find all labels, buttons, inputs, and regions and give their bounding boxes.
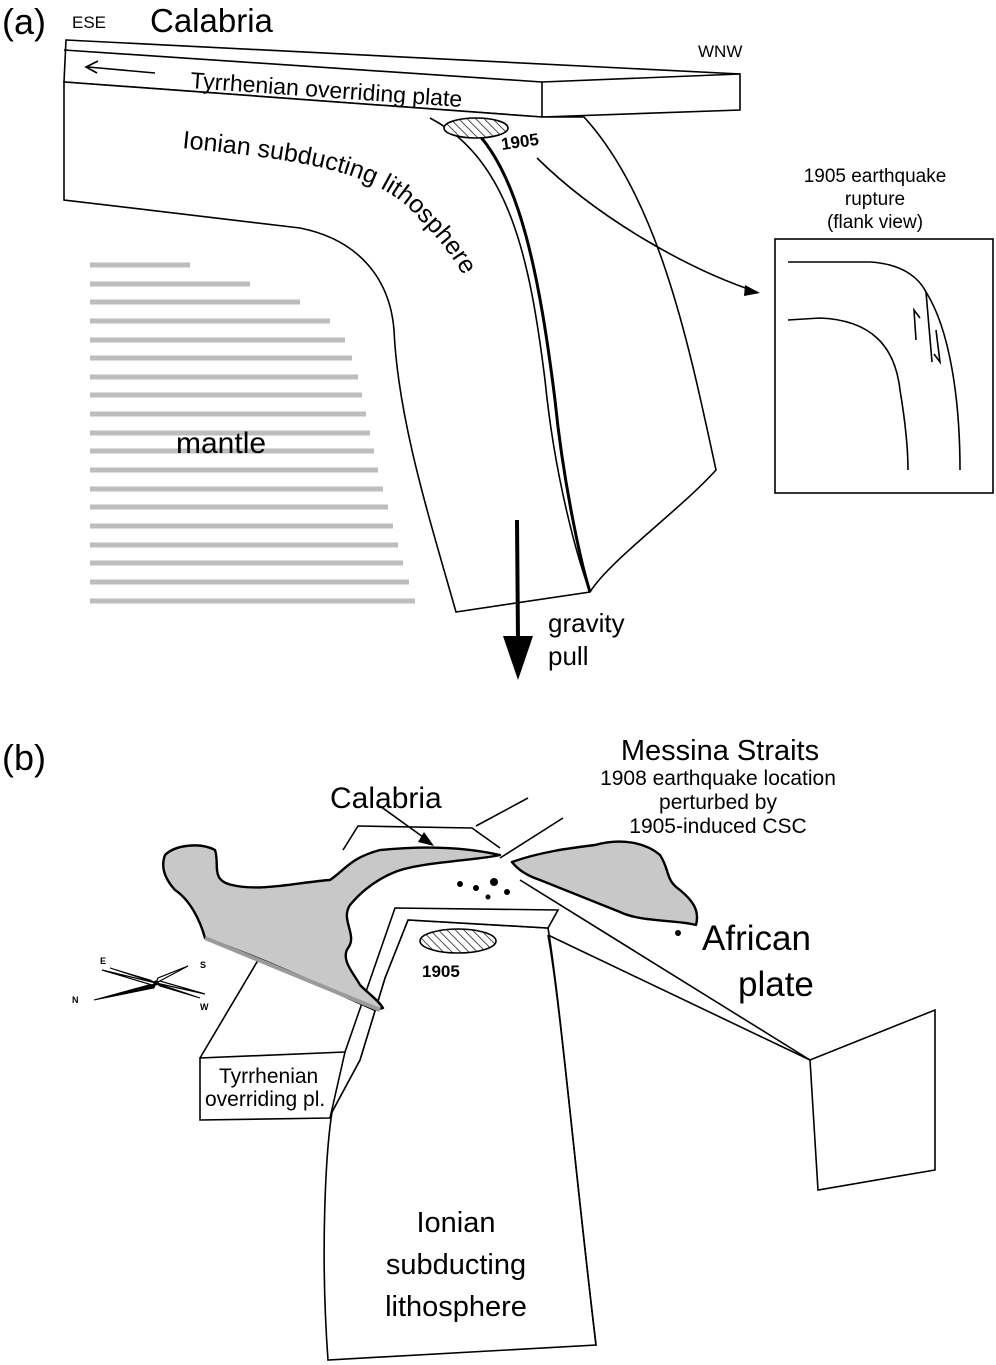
compass-e: E	[100, 956, 106, 966]
inset-slip-up	[913, 307, 921, 341]
rupture-1905-label-b: 1905	[422, 962, 460, 981]
sicily-landmass	[510, 840, 699, 927]
panel-a-label: (a)	[2, 1, 46, 42]
calabria-leader-line	[475, 797, 529, 827]
pull-label: pull	[548, 641, 588, 671]
inset-box	[774, 238, 994, 494]
inset-caption-line2: rupture	[845, 189, 905, 210]
inset-slab-bottom	[787, 317, 909, 471]
compass-w: W	[200, 1002, 209, 1012]
compass-n: N	[72, 995, 79, 1005]
overriding-plate-slab-b	[199, 907, 560, 1121]
panel-a: (a) ESE Calabria WNW Tyrrhenian overridi…	[2, 1, 994, 680]
african-plate-bottom-edge	[547, 934, 811, 1061]
messina-title: Messina Straits	[621, 735, 819, 767]
panel-b: (b) Messina Straits 1908 earthquake loca…	[2, 735, 936, 1361]
direction-ese-label: ESE	[72, 13, 106, 32]
motion-arrow	[87, 66, 156, 74]
inset-slip-down	[933, 329, 942, 365]
ionian-label-line3: lithosphere	[385, 1291, 527, 1323]
messina-pointer	[499, 817, 564, 859]
ionian-label-line1: Ionian	[416, 1207, 495, 1239]
calabria-pointer-head	[418, 832, 434, 846]
overriding-plate-slab	[63, 39, 741, 118]
african-label-line2: plate	[738, 965, 814, 1004]
ionian-label-line2: subducting	[386, 1249, 526, 1281]
panel-b-label: (b)	[2, 737, 46, 778]
messina-line2: perturbed by	[659, 791, 777, 814]
inset-pointer	[536, 157, 758, 293]
slab-interface	[429, 117, 591, 593]
small-island	[675, 930, 681, 936]
tyrrhenian-label-line1: Tyrrhenian	[219, 1065, 318, 1088]
compass-s: S	[200, 960, 206, 970]
ionian-block-edge	[547, 934, 597, 1346]
mantle-label: mantle	[176, 427, 266, 460]
messina-line3: 1905-induced CSC	[629, 815, 806, 838]
african-plate-slab	[519, 879, 936, 1191]
inset-fault	[925, 291, 933, 363]
tyrrhenian-label-line2: overriding pl.	[205, 1088, 325, 1111]
calabria-title: Calabria	[150, 2, 274, 39]
gravity-arrow-head	[503, 636, 533, 680]
inset-pointer-head	[744, 285, 760, 296]
aeolian-islands	[457, 878, 510, 900]
inset-caption-line3: (flank view)	[827, 212, 923, 233]
direction-wnw-label: WNW	[698, 42, 742, 61]
inset-slab-top	[788, 261, 961, 471]
landmass-shadow-edge	[204, 936, 381, 1012]
compass-rose-icon: E S N W	[72, 956, 209, 1012]
gravity-arrow	[515, 519, 520, 641]
motion-arrow-head	[84, 60, 99, 74]
messina-line1: 1908 earthquake location	[600, 767, 836, 790]
inset-caption-line1: 1905 earthquake	[804, 166, 947, 187]
overriding-plate-corner-edge	[329, 1051, 346, 1119]
rupture-1905-ellipse-b	[419, 928, 497, 954]
mantle-stripes	[90, 262, 415, 604]
rupture-1905-ellipse	[443, 117, 509, 139]
slab-interface-bold	[469, 124, 592, 593]
gravity-label: gravity	[548, 608, 625, 638]
subducting-slab	[63, 81, 717, 613]
african-label-line1: African	[702, 919, 811, 958]
